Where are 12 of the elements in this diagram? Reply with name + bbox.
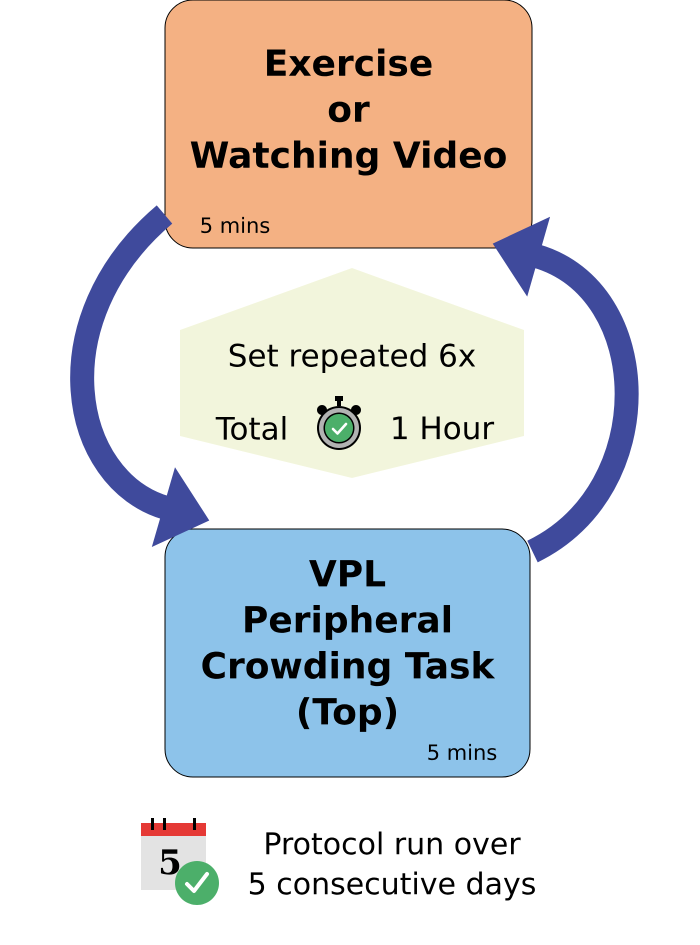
note-text: Protocol run over 5 consecutive days xyxy=(250,832,535,901)
task-box xyxy=(164,528,530,778)
box-title: VPL Peripheral Crowding Task (Top) xyxy=(202,560,496,732)
box-title: Exercise or Watching Video xyxy=(190,48,506,176)
duration-label: 5 mins xyxy=(428,744,496,760)
hexagon-text: 1 Hour xyxy=(393,416,494,440)
activity-box xyxy=(164,0,532,248)
duration-label: 5 mins xyxy=(201,216,270,234)
hexagon xyxy=(180,268,524,478)
calendar-day-number: 5 xyxy=(160,849,180,875)
hexagon-text: Set repeated 6x xyxy=(230,343,476,373)
hexagon-text: Total xyxy=(216,416,286,440)
